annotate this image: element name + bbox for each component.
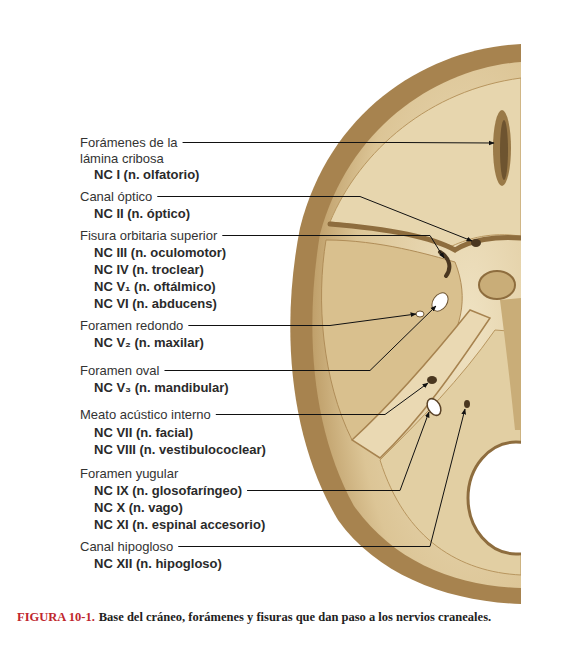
leader-line <box>164 306 436 371</box>
nerve-name: NC V₁ (n. oftálmico) <box>94 279 216 295</box>
nerve-name: NC V₃ (n. mandibular) <box>94 380 229 396</box>
nerve-name: NC I (n. olfatorio) <box>94 167 199 183</box>
nerve-name: NC V₂ (n. maxilar) <box>94 335 204 351</box>
nerve-name: NC III (n. oculomotor) <box>94 245 226 261</box>
foramen-name: Canal hipogloso <box>80 539 173 555</box>
foramen-name: Forámenes de la lámina cribosa <box>80 135 192 167</box>
figure-number: FIGURA 10-1. <box>17 609 95 625</box>
figure-caption: Base del cráneo, forámenes y fisuras que… <box>99 609 491 625</box>
foramen-name: Meato acústico interno <box>80 407 211 423</box>
nerve-name: NC IV (n. troclear) <box>94 262 204 278</box>
foramen-name: Foramen oval <box>80 363 159 379</box>
foramen-name: Foramen yugular <box>80 466 178 482</box>
nerve-name: NC II (n. óptico) <box>94 206 190 222</box>
foramen-name: Foramen redondo <box>80 318 183 334</box>
nerve-name: NC VI (n. abducens) <box>94 296 217 312</box>
nerve-name: NC VII (n. facial) <box>94 425 193 441</box>
leader-line <box>247 412 429 491</box>
nerve-name: NC VIII (n. vestibulococlear) <box>94 442 266 458</box>
leader-line <box>188 314 416 326</box>
nerve-name: NC X (n. vago) <box>94 500 183 516</box>
leader-line <box>216 383 428 415</box>
foramen-name: Canal óptico <box>80 189 152 205</box>
nerve-name: NC XII (n. hipogloso) <box>94 556 222 572</box>
nerve-name: NC IX (n. glosofaríngeo) <box>94 483 242 499</box>
leader-line <box>183 142 494 144</box>
nerve-name: NC XI (n. espinal accesorio) <box>94 517 265 533</box>
foramen-name: Fisura orbitaria superior <box>80 228 217 244</box>
leader-line <box>222 236 444 259</box>
